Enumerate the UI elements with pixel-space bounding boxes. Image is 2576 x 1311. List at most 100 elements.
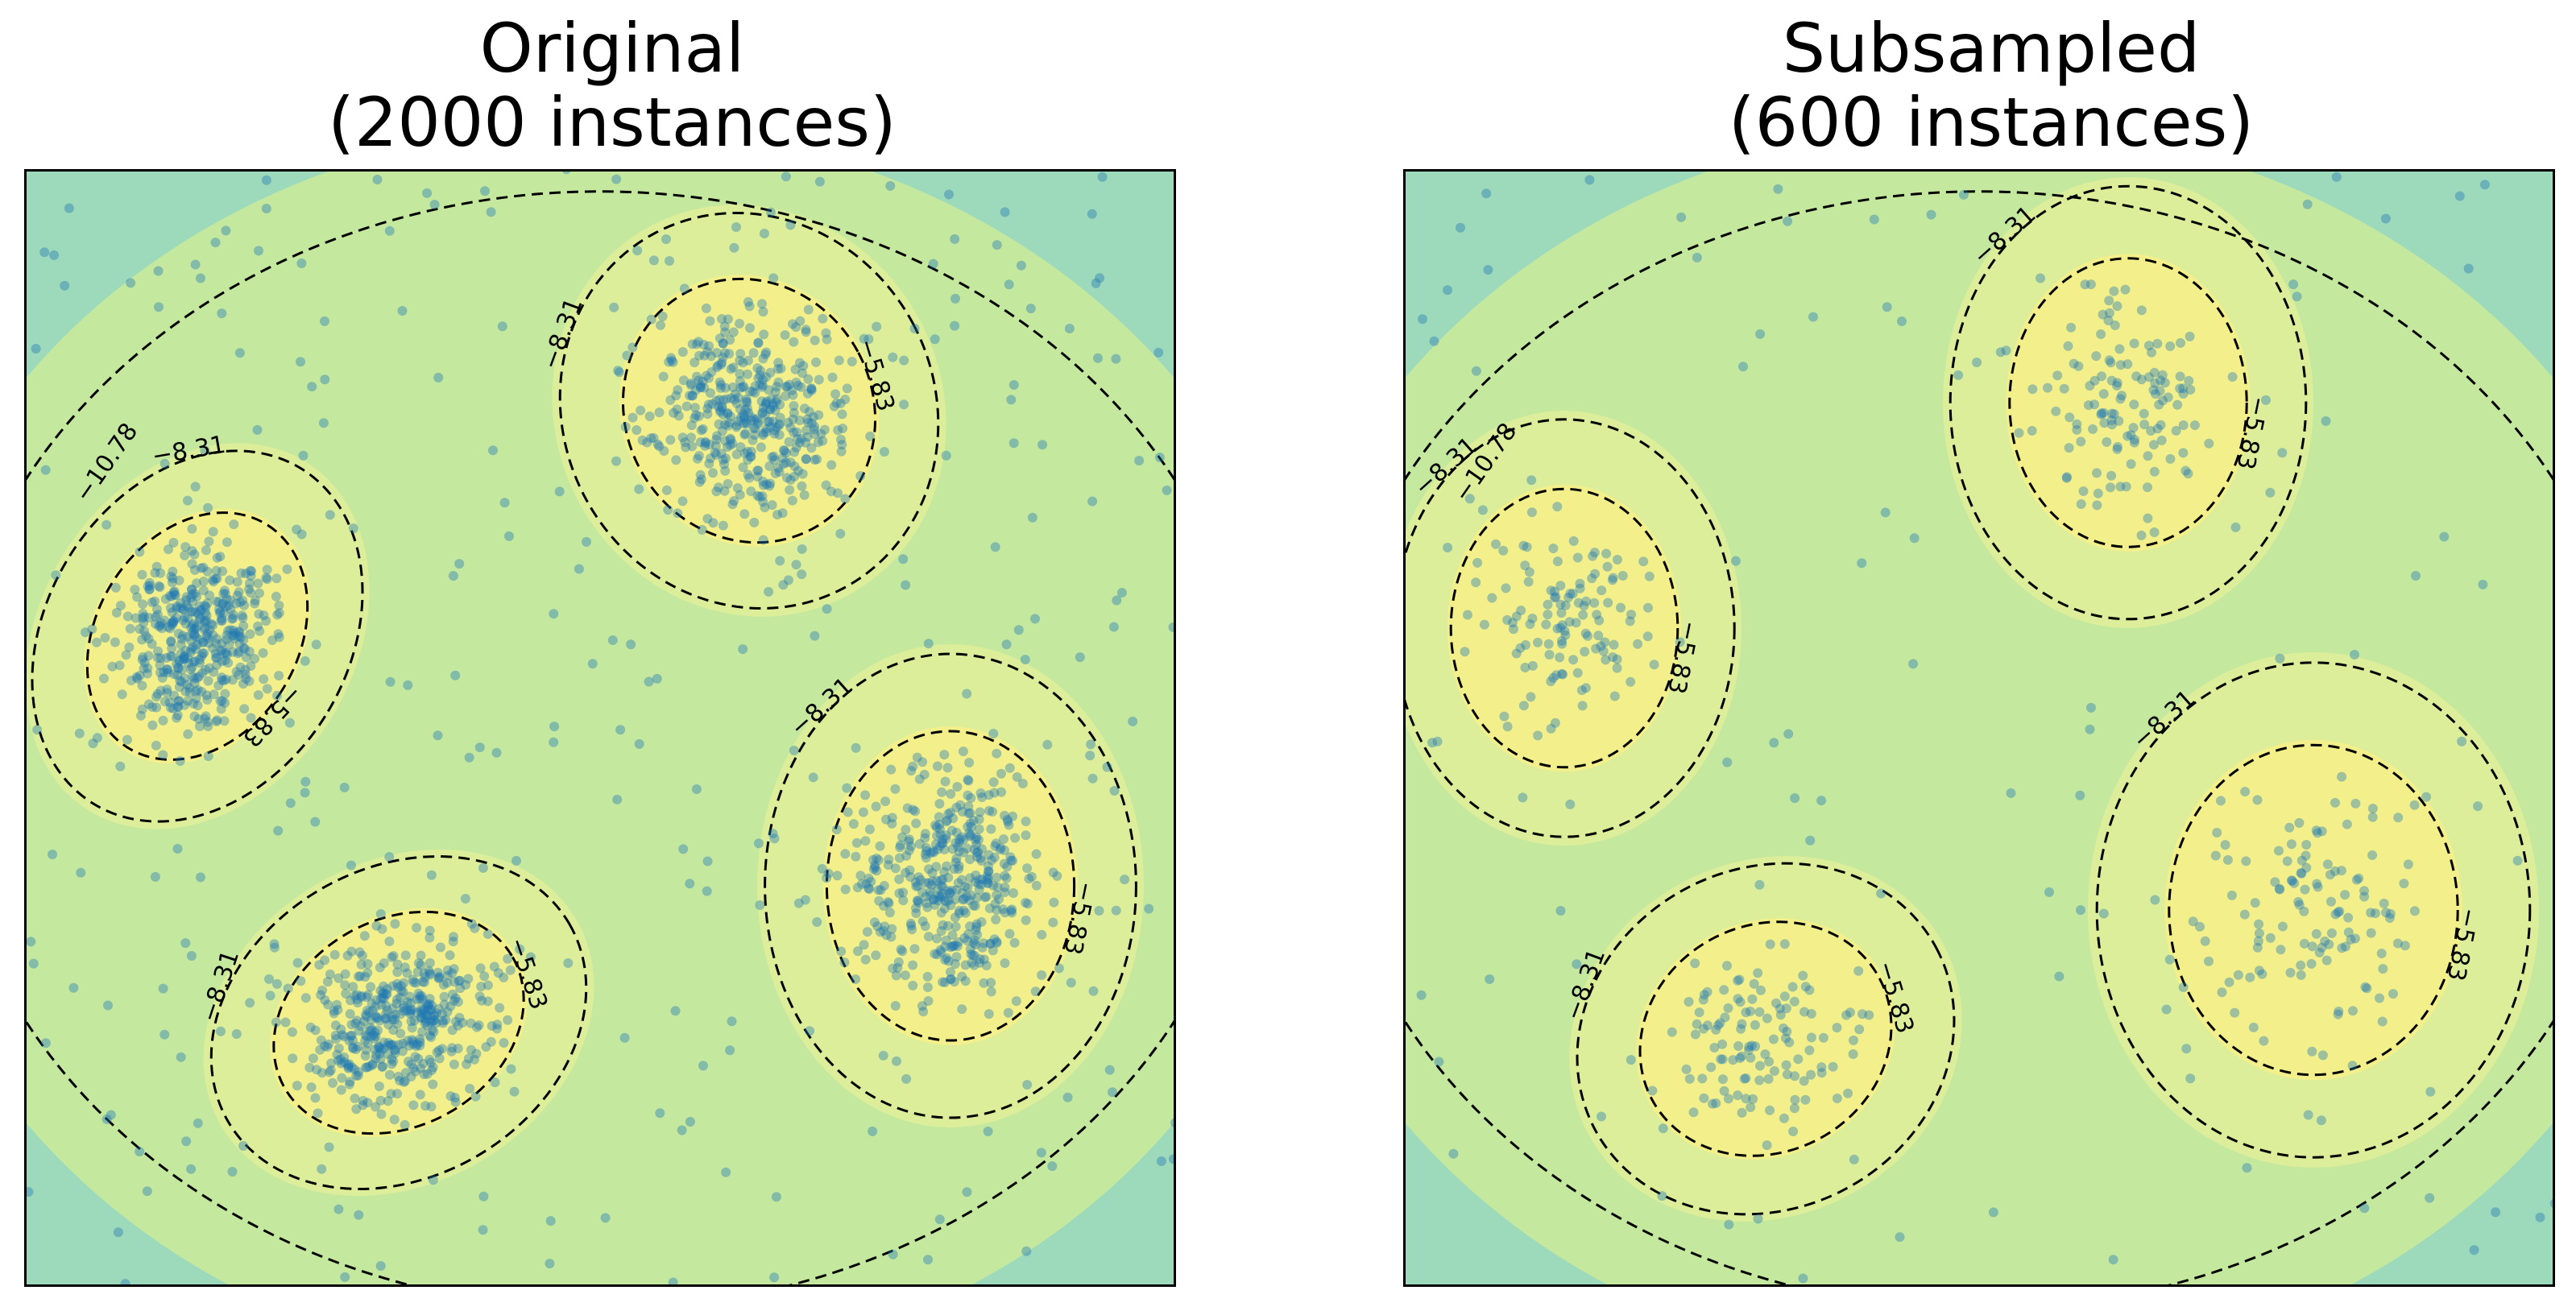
data-point <box>735 369 745 379</box>
data-point <box>2299 938 2309 949</box>
data-point <box>505 965 516 975</box>
data-point <box>1515 643 1526 653</box>
data-point <box>748 387 758 397</box>
data-point <box>724 418 735 428</box>
data-point <box>1828 1061 1838 1072</box>
data-point <box>169 586 180 597</box>
data-point <box>188 656 199 667</box>
data-point <box>1000 207 1010 217</box>
data-point <box>719 348 730 358</box>
data-point <box>178 615 188 626</box>
data-point <box>135 671 145 680</box>
data-point <box>2165 453 2176 464</box>
data-point <box>1550 593 1559 603</box>
data-point <box>1843 1088 1853 1098</box>
data-point <box>702 346 713 357</box>
data-point <box>743 469 753 480</box>
data-point <box>416 1006 426 1016</box>
data-point <box>314 960 325 970</box>
data-point <box>220 697 230 708</box>
data-point <box>1501 583 1511 593</box>
data-point <box>582 536 591 547</box>
data-point <box>139 664 149 674</box>
data-point <box>226 604 236 614</box>
data-point <box>717 403 727 413</box>
data-point <box>959 834 969 845</box>
data-point <box>1745 1006 1755 1016</box>
data-point <box>797 544 807 554</box>
data-point <box>1560 630 1571 640</box>
data-point <box>340 980 350 990</box>
data-point <box>189 629 200 639</box>
data-point <box>908 980 918 990</box>
data-point <box>372 175 383 184</box>
data-point <box>868 1126 878 1136</box>
data-point <box>88 738 98 749</box>
data-point <box>189 673 200 684</box>
data-point <box>901 580 911 590</box>
data-point <box>669 407 679 418</box>
data-point <box>339 1052 350 1062</box>
data-point <box>705 316 715 326</box>
contour-fill-core-1 <box>619 275 880 547</box>
data-point <box>1024 874 1034 884</box>
data-point <box>702 886 712 896</box>
data-point <box>945 888 955 899</box>
data-point <box>416 1012 427 1023</box>
data-point <box>2178 448 2189 458</box>
data-point <box>1769 1066 1779 1076</box>
data-point <box>822 604 832 614</box>
data-point <box>1004 279 1014 290</box>
data-point <box>950 234 960 244</box>
data-point <box>1798 1273 1808 1284</box>
data-point <box>2163 392 2173 403</box>
data-point <box>827 372 838 383</box>
data-point <box>458 1018 468 1028</box>
data-point <box>219 585 230 596</box>
data-point <box>998 904 1008 915</box>
data-point <box>999 858 1009 869</box>
data-point <box>238 1141 249 1151</box>
data-point <box>92 637 101 647</box>
data-point <box>217 614 227 624</box>
data-point <box>2287 875 2297 886</box>
data-point <box>943 872 954 883</box>
data-point <box>921 878 930 888</box>
data-point <box>671 455 681 465</box>
data-point <box>934 824 945 834</box>
data-point <box>2157 370 2168 380</box>
data-point <box>412 923 422 933</box>
data-point <box>771 422 781 432</box>
data-point <box>2252 942 2263 953</box>
data-point <box>1491 539 1501 549</box>
data-point <box>191 607 201 618</box>
data-point <box>2265 933 2276 943</box>
data-point <box>2227 372 2238 382</box>
data-point <box>2296 960 2306 970</box>
data-point <box>172 710 183 721</box>
data-point <box>2106 408 2117 419</box>
data-point <box>1748 1094 1758 1104</box>
data-point <box>354 1210 364 1220</box>
data-point <box>448 989 458 999</box>
data-point <box>255 626 265 636</box>
data-point <box>926 848 936 858</box>
data-point <box>1557 668 1567 679</box>
data-point <box>971 832 982 842</box>
data-point <box>2376 949 2387 958</box>
data-point <box>800 895 810 905</box>
data-point <box>2400 941 2410 951</box>
data-point <box>225 575 235 585</box>
data-point <box>272 610 283 620</box>
data-point <box>2230 1007 2240 1018</box>
data-point <box>729 496 739 506</box>
data-point <box>2380 213 2391 224</box>
contour-line-mid-3 <box>1576 862 1956 1216</box>
data-point <box>2275 884 2285 895</box>
data-point <box>342 1060 353 1070</box>
data-point <box>358 1100 368 1110</box>
data-point <box>942 815 952 825</box>
data-point <box>296 357 305 367</box>
data-point <box>971 834 981 845</box>
data-point <box>411 1041 421 1052</box>
